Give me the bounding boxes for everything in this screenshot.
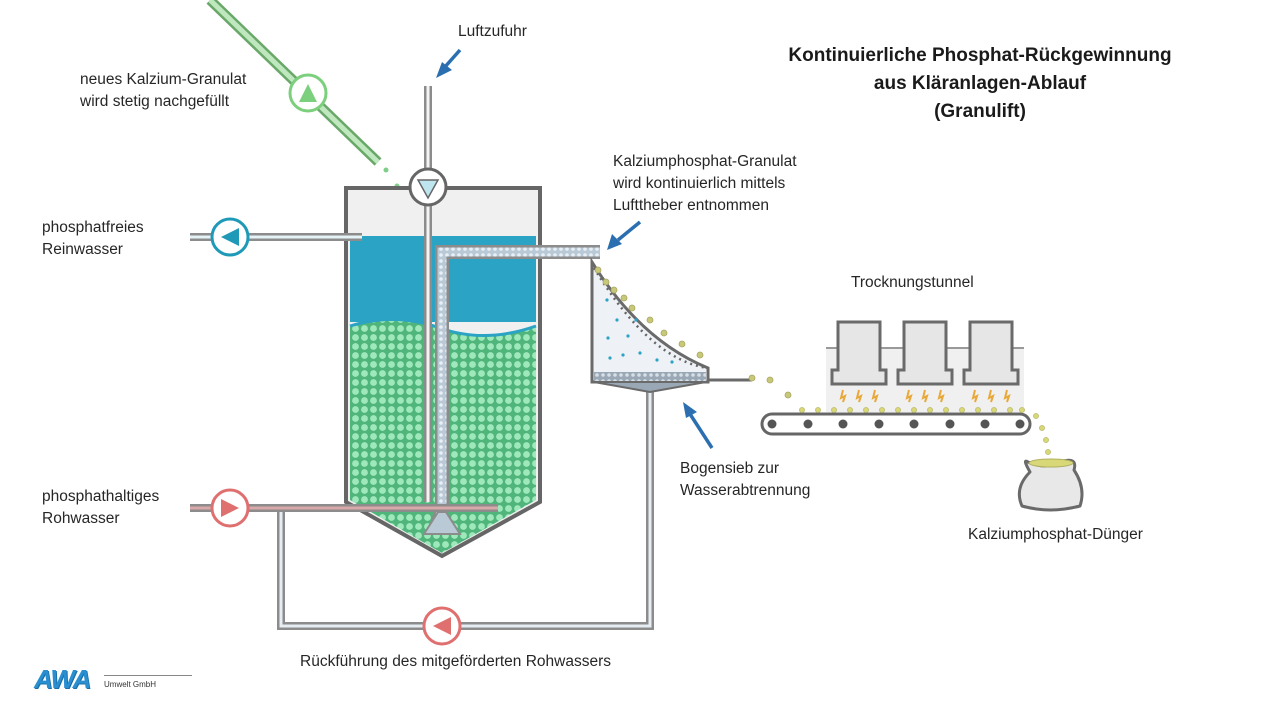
label-bogensieb-line-2: Wasserabtrennung	[680, 482, 811, 499]
callout-arrows	[436, 48, 714, 449]
label-reinwasser-line-2: Reinwasser	[42, 241, 123, 258]
label-granulat-feed: neues Kalzium-Granulat wird stetig nachg…	[80, 69, 246, 113]
heat-arrows	[839, 389, 1011, 403]
label-rohwasser-line-1: phosphathaltiges	[42, 488, 160, 505]
label-reinwasser: phosphatfreies Reinwasser	[42, 217, 144, 261]
label-reinwasser-line-1: phosphatfreies	[42, 219, 144, 236]
triangle-down-valve-icon	[416, 179, 440, 200]
return-loop-pipe	[277, 384, 654, 630]
logo-divider	[104, 675, 192, 676]
clean-water-pump	[210, 217, 250, 257]
return-pump	[422, 606, 462, 646]
title-line-2: aus Kläranlagen-Ablauf	[873, 73, 1087, 94]
label-entnahme-line-1: Kalziumphosphat-Granulat	[613, 153, 797, 170]
triangle-up-pump-icon	[299, 84, 317, 102]
triangle-left-pump-icon	[221, 228, 239, 246]
label-duenger: Kalziumphosphat-Dünger	[968, 526, 1143, 543]
company-logo: AWA Umwelt GmbH	[34, 664, 192, 695]
label-luftzufuhr: Luftzufuhr	[458, 23, 527, 40]
air-valve	[408, 167, 448, 207]
label-rohwasser: phosphathaltiges Rohwasser	[42, 486, 159, 530]
label-rueckfuehrung: Rückführung des mitgeförderten Rohwasser…	[300, 653, 612, 670]
label-entnahme: Kalziumphosphat-Granulat wird kontinuier…	[613, 151, 797, 217]
logo-subtitle: Umwelt GmbH	[104, 680, 157, 689]
label-entnahme-line-3: Lufttheber entnommen	[613, 197, 769, 214]
feed-pump	[288, 73, 328, 113]
triangle-left-pump-icon	[433, 617, 451, 635]
phosphate-granules-on-screen	[594, 266, 792, 399]
water-droplets	[605, 298, 674, 364]
fertilizer-sack-icon	[1017, 458, 1084, 512]
label-rohwasser-line-2: Rohwasser	[42, 510, 120, 527]
label-bogensieb: Bogensieb zur Wasserabtrennung	[680, 458, 810, 502]
drying-tunnel	[826, 320, 1024, 412]
label-granulat-line-1: neues Kalzium-Granulat	[80, 71, 247, 88]
label-trocknungstunnel: Trocknungstunnel	[851, 274, 974, 291]
label-bogensieb-line-1: Bogensieb zur	[680, 460, 780, 477]
triangle-right-pump-icon	[221, 499, 239, 517]
granules-on-belt	[799, 407, 1051, 455]
dryer-heaters	[830, 320, 1020, 386]
label-granulat-line-2: wird stetig nachgefüllt	[80, 93, 230, 110]
title-line-3: (Granulift)	[934, 101, 1026, 122]
title-line-1: Kontinuierliche Phosphat-Rückgewinnung	[788, 45, 1172, 66]
logo-wordmark: AWA	[34, 664, 91, 694]
label-entnahme-line-2: wird kontinuierlich mittels	[613, 175, 786, 192]
raw-water-pump	[210, 488, 250, 528]
bow-screen	[590, 256, 792, 399]
conveyor-belt	[760, 407, 1051, 455]
diagram-title: Kontinuierliche Phosphat-Rückgewinnung a…	[760, 42, 1200, 126]
